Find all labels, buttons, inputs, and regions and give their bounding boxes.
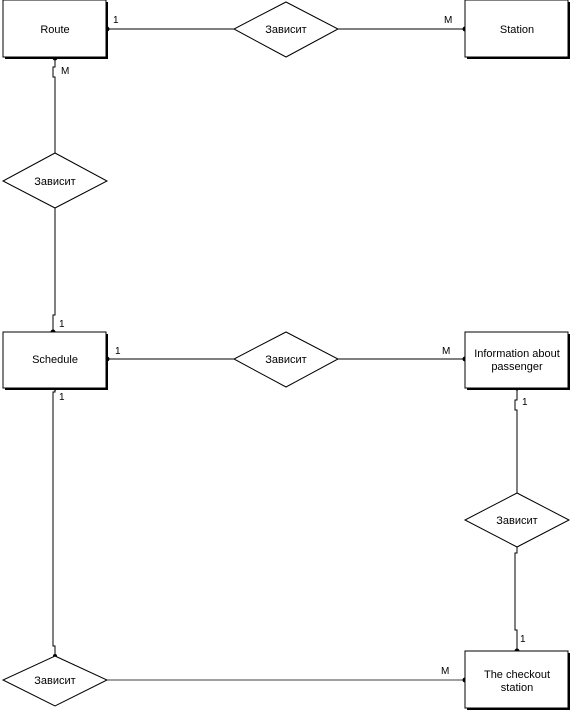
entity-passenger[interactable]: Information about passenger [464, 331, 569, 389]
cardinality-station-left: M [444, 15, 452, 26]
relationship-passenger-checkout-label: Зависит [496, 515, 537, 527]
cardinality-passenger-bottom: 1 [522, 397, 528, 408]
line-passenger-to-rel4 [514, 388, 518, 493]
line-route-to-rel2 [52, 58, 56, 153]
cardinality-checkout-top: 1 [520, 634, 526, 645]
relationship-schedule-passenger-label: Зависит [265, 354, 306, 366]
entity-route-label: Route [40, 24, 69, 36]
cardinality-route-right: 1 [113, 15, 119, 26]
relationship-schedule-passenger[interactable]: Зависит [232, 331, 340, 388]
relationship-route-station[interactable]: Зависит [232, 1, 340, 58]
cardinality-passenger-left: M [442, 346, 450, 357]
entity-station-label: Station [500, 24, 534, 36]
entity-schedule[interactable]: Schedule [2, 331, 107, 389]
entity-route[interactable]: Route [2, 0, 107, 58]
cardinality-labels: 1 M M 1 1 M 1 1 1 M [59, 15, 528, 677]
relationship-route-station-label: Зависит [265, 24, 306, 36]
entity-checkout-line2: station [501, 682, 533, 694]
entity-passenger-line2: passenger [491, 361, 543, 373]
entity-checkout[interactable]: The checkout station [464, 650, 569, 709]
cardinality-checkout-left: M [441, 666, 449, 677]
cardinality-schedule-right: 1 [115, 346, 121, 357]
entity-checkout-line1: The checkout [484, 669, 550, 681]
relationship-schedule-checkout[interactable]: Зависит [1, 655, 109, 707]
relationship-passenger-checkout[interactable]: Зависит [463, 492, 571, 548]
entity-passenger-line1: Information about [474, 348, 560, 360]
cardinality-route-bottom: M [61, 66, 69, 77]
line-rel4-to-checkout [514, 547, 518, 651]
line-rel2-to-schedule [52, 208, 56, 332]
entity-schedule-label: Schedule [32, 354, 78, 366]
relationship-route-schedule-label: Зависит [34, 176, 75, 188]
cardinality-schedule-bottom: 1 [59, 392, 65, 403]
line-schedule-to-rel5 [52, 388, 56, 656]
relationship-schedule-checkout-label: Зависит [34, 675, 75, 687]
entity-station[interactable]: Station [464, 0, 569, 58]
connectors [52, 28, 518, 681]
cardinality-schedule-top: 1 [59, 319, 65, 330]
relationship-route-schedule[interactable]: Зависит [1, 152, 109, 209]
